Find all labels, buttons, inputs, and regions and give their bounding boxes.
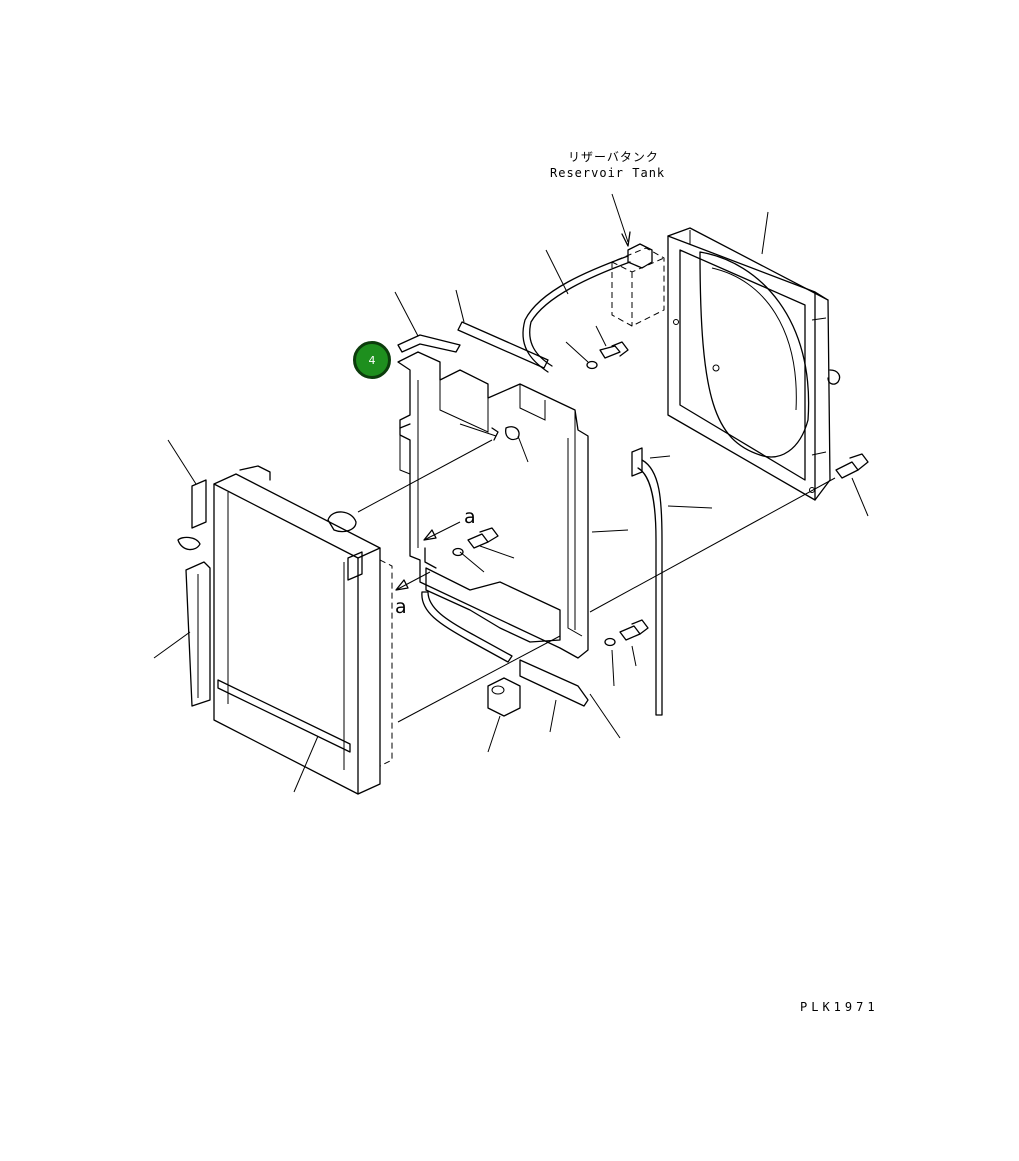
reservoir-tank-label-jp: リザーバタンク: [568, 150, 659, 164]
drawing-code: PLK1971: [800, 1000, 879, 1014]
mounting-bolts: [452, 341, 869, 647]
reservoir-tank-label-en: Reservoir Tank: [550, 166, 666, 180]
overflow-hose: [522, 255, 631, 373]
fan-shroud: [667, 227, 841, 501]
upper-seal-strips: [394, 289, 549, 369]
left-bracket: [177, 479, 211, 707]
callout-4-marker[interactable]: 4: [353, 341, 391, 379]
side-seal-strip: [631, 447, 663, 716]
callout-number: 4: [368, 353, 376, 367]
view-a-label-lower: a: [395, 596, 407, 618]
radiator-core: [213, 465, 393, 795]
reservoir-tank: [611, 193, 665, 327]
view-arrows: [395, 521, 461, 591]
assembly-lines: [357, 439, 836, 723]
lower-seal-parts: [421, 567, 589, 717]
radiator-guard-plate: [397, 351, 589, 659]
leader-lines: [153, 211, 869, 793]
view-a-label-upper: a: [464, 506, 476, 528]
